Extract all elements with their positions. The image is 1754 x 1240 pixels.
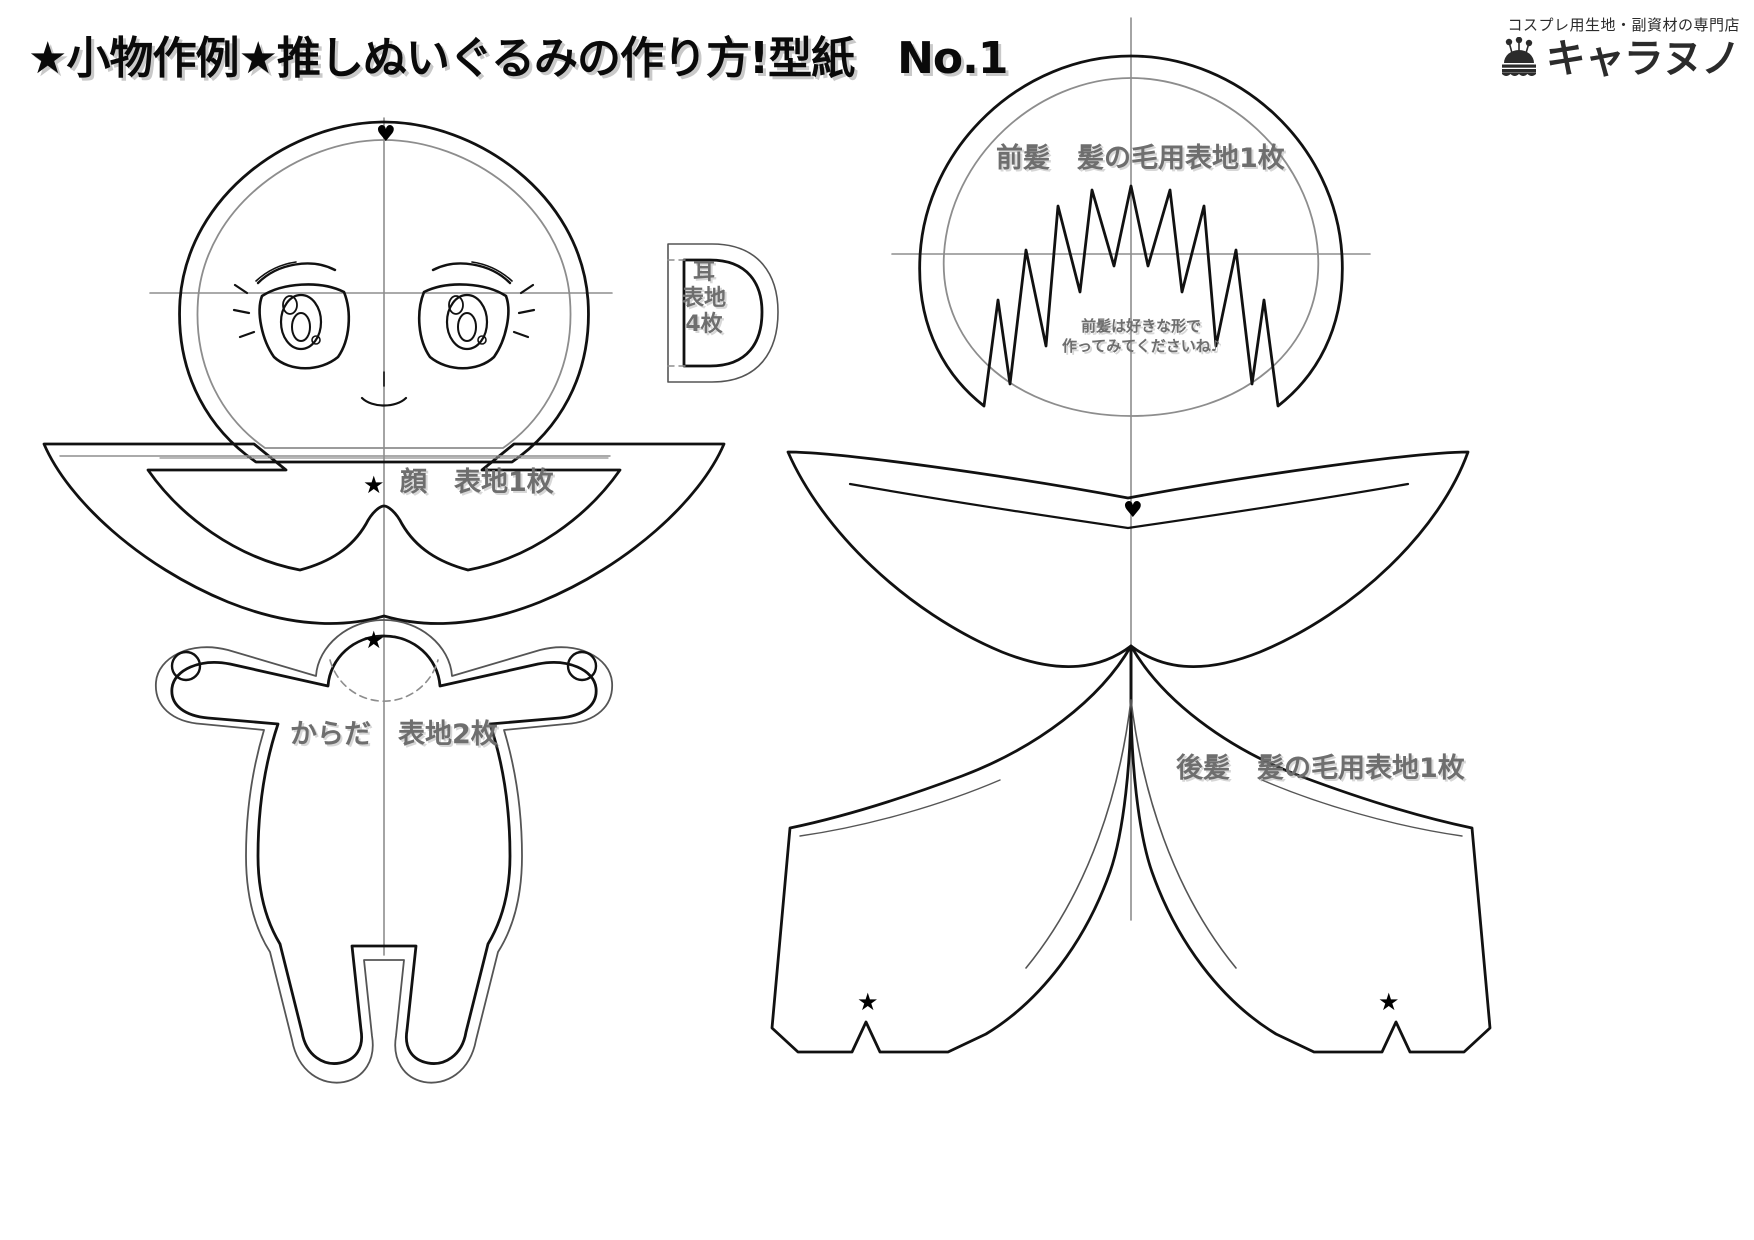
- bangs-note-line-2: 作ってみてくださいね♪: [1062, 337, 1221, 356]
- backhair-star-right-marker: ★: [1378, 988, 1400, 1016]
- label-bangs: 前髪 髪の毛用表地1枚: [996, 143, 1285, 174]
- face-star-marker: ★: [363, 471, 385, 499]
- label-ear-line-3: 4枚: [685, 311, 723, 337]
- pincushion-icon: [1496, 36, 1542, 81]
- brand-logo: コスプレ用生地・副資材の専門店 キャラヌノ: [1496, 14, 1741, 82]
- label-ear: 耳 表地 4枚: [678, 260, 730, 338]
- logo-brand: キャラヌノ: [1545, 36, 1741, 82]
- bangs-note-line-1: 前髪は好きな形で: [1081, 317, 1202, 335]
- label-body: からだ 表地2枚: [290, 719, 498, 750]
- label-face: 顔 表地1枚: [400, 467, 554, 498]
- backhair-heart-marker: ♥: [1123, 498, 1143, 523]
- page-title: ★小物作例★推しぬいぐるみの作り方!型紙 No.1: [28, 33, 1008, 84]
- label-back-hair: 後髪 髪の毛用表地1枚: [1176, 753, 1465, 784]
- backhair-star-left-marker: ★: [857, 988, 879, 1016]
- face-heart-marker: ♥: [376, 122, 396, 147]
- bangs-note: 前髪は好きな形で 作ってみてくださいね♪: [1062, 316, 1220, 357]
- logo-tagline: コスプレ用生地・副資材の専門店: [1507, 16, 1740, 34]
- label-ear-line-1: 耳: [692, 260, 715, 285]
- label-ear-line-2: 表地: [681, 285, 726, 311]
- body-star-marker: ★: [363, 626, 385, 654]
